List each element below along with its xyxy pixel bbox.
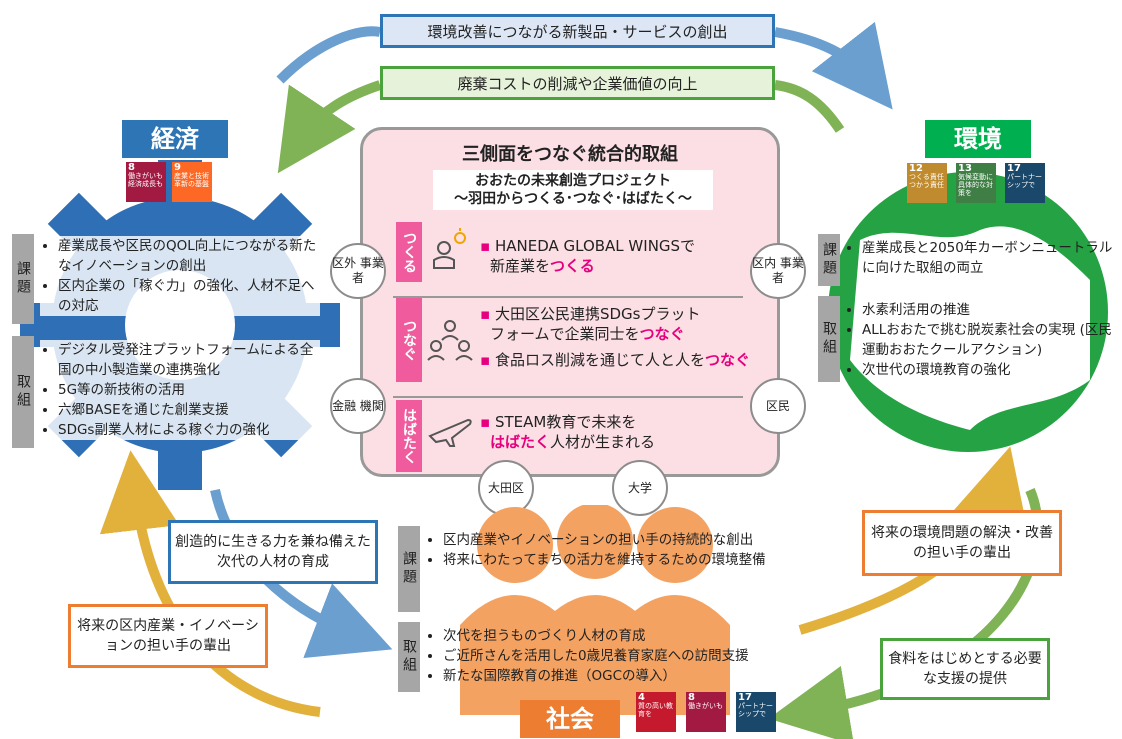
divider <box>393 396 743 398</box>
economy-issue: 産業成長や区民のQOL向上につながる新たなイノベーションの創出 <box>58 236 320 276</box>
row-text-habataku: ▪ STEAM教育で未来を はばたく人材が生まれる <box>480 413 656 451</box>
environment-title: 環境 <box>925 120 1031 158</box>
row-habataku-emph: はばたく <box>490 433 551 451</box>
project-title: おおたの未来創造プロジェクト ～羽田からつくる･つなぐ･はばたく～ <box>433 170 713 210</box>
environment-issues: 産業成長と2050年カーボンニュートラルに向けた取組の両立 <box>844 238 1114 278</box>
row-tsunagu-line3: 食品ロス削減を通じて人と人を <box>494 351 705 369</box>
row-tsunagu-emph1: つなぐ <box>639 325 685 343</box>
callout-future-industry: 将来の区内産業・イノベーションの担い手の輩出 <box>68 604 268 668</box>
arrow-top-blue-right <box>774 21 893 110</box>
row-habataku-line1: STEAM教育で未来を <box>494 413 637 431</box>
gear-shape <box>20 160 340 490</box>
row-tsunagu-line2: フォームで企業同士を <box>490 325 640 343</box>
top-box-products: 環境改善につながる新製品・サービスの創出 <box>380 14 775 48</box>
society-title: 社会 <box>520 700 620 738</box>
environment-action: 水素利活用の推進 <box>862 300 1114 320</box>
economy-actions: デジタル受発注プラットフォームによる全国の中小製造業の連携強化 5G等の新技術の… <box>40 340 320 440</box>
center-panel: 三側面をつなぐ統合的取組 おおたの未来創造プロジェクト ～羽田からつくる･つなぐ… <box>360 127 780 477</box>
society-issues: 区内産業やイノベーションの担い手の持続的な創出 将来にわたってまちの活力を維持す… <box>425 530 795 570</box>
stakeholder-inside-business: 区内 事業者 <box>750 243 806 299</box>
economy-action: SDGs副業人材による稼ぐ力の強化 <box>58 420 320 440</box>
arrow-green-left <box>277 80 382 174</box>
society-issue: 区内産業やイノベーションの担い手の持続的な創出 <box>443 530 795 550</box>
row-tsukuru-emph: つくる <box>550 257 595 275</box>
row-tsukuru-line1: HANEDA GLOBAL WINGSで <box>494 237 696 255</box>
people-network-icon <box>427 320 473 361</box>
row-text-tsukuru: ▪ HANEDA GLOBAL WINGSで 新産業をつくる <box>480 237 696 275</box>
row-label-habataku: はばたく <box>396 400 422 472</box>
economy-actions-label: 取組 <box>12 336 34 448</box>
stakeholder-ota: 大田区 <box>478 460 534 516</box>
row-habataku-line2: 人材が生まれる <box>550 433 656 451</box>
row-label-tsunagu: つなぐ <box>396 298 422 382</box>
stakeholder-residents: 区民 <box>750 378 806 434</box>
callout-future-environment: 将来の環境問題の解決・改善の担い手の輩出 <box>862 510 1062 576</box>
society-action: 新たな国際教育の推進（OGCの導入） <box>443 666 795 686</box>
society-action: ご近所さんを活用した0歳児養育家庭への訪問支援 <box>443 646 795 666</box>
project-title-line2: ～羽田からつくる･つなぐ･はばたく～ <box>454 191 692 207</box>
airplane-icon <box>428 418 472 447</box>
row-text-tsunagu: ▪ 大田区公民連携SDGsプラット フォームで企業同士をつなぐ ▪ 食品ロス削減… <box>480 305 750 369</box>
economy-issues: 産業成長や区民のQOL向上につながる新たなイノベーションの創出 区内企業の「稼ぐ… <box>40 236 320 316</box>
globe-shape <box>828 172 1108 452</box>
center-title: 三側面をつなぐ統合的取組 <box>462 144 678 165</box>
worker-idea-icon <box>433 228 466 269</box>
project-title-line1: おおたの未来創造プロジェクト <box>475 173 671 189</box>
divider <box>393 296 743 298</box>
row-tsunagu-emph2: つなぐ <box>704 351 750 369</box>
economy-action: 5G等の新技術の活用 <box>58 380 320 400</box>
stakeholder-outside-business: 区外 事業者 <box>330 243 386 299</box>
row-tsunagu-line1: 大田区公民連携SDGsプラット <box>494 305 701 323</box>
environment-action: 次世代の環境教育の強化 <box>862 360 1114 380</box>
callout-next-generation: 創造的に生きる力を兼ね備えた次代の人材の育成 <box>168 520 378 584</box>
environment-issue: 産業成長と2050年カーボンニュートラルに向けた取組の両立 <box>862 238 1114 278</box>
stakeholder-finance: 金融 機関 <box>330 378 386 434</box>
society-people-shape <box>460 505 730 715</box>
society-action: 次代を担うものづくり人材の育成 <box>443 626 795 646</box>
society-issues-label: 課題 <box>398 526 420 612</box>
economy-issue: 区内企業の「稼ぐ力」の強化、人材不足への対応 <box>58 276 320 316</box>
economy-action: デジタル受発注プラットフォームによる全国の中小製造業の連携強化 <box>58 340 320 380</box>
environment-actions-label: 取組 <box>818 296 840 382</box>
arrow-green-right <box>774 80 845 133</box>
environment-action: ALLおおたで挑む脱炭素社会の実現 (区民運動おおたクールアクション) <box>862 320 1114 360</box>
arrow-top-blue <box>276 26 381 84</box>
row-tsukuru-line2: 新産業を <box>490 257 551 275</box>
economy-title: 経済 <box>122 120 228 158</box>
environment-issues-label: 課題 <box>818 234 840 286</box>
economy-action: 六郷BASEを通じた創業支援 <box>58 400 320 420</box>
society-issue: 将来にわたってまちの活力を維持するための環境整備 <box>443 550 795 570</box>
economy-issues-label: 課題 <box>12 234 34 324</box>
stakeholder-university: 大学 <box>612 460 668 516</box>
society-actions-label: 取組 <box>398 622 420 692</box>
top-box-cost: 廃棄コストの削減や企業価値の向上 <box>380 66 775 100</box>
society-actions: 次代を担うものづくり人材の育成 ご近所さんを活用した0歳児養育家庭への訪問支援 … <box>425 626 795 686</box>
callout-support: 食料をはじめとする必要な支援の提供 <box>880 638 1050 700</box>
environment-actions: 水素利活用の推進 ALLおおたで挑む脱炭素社会の実現 (区民運動おおたクールアク… <box>844 300 1114 380</box>
row-label-tsukuru: つくる <box>396 222 422 282</box>
